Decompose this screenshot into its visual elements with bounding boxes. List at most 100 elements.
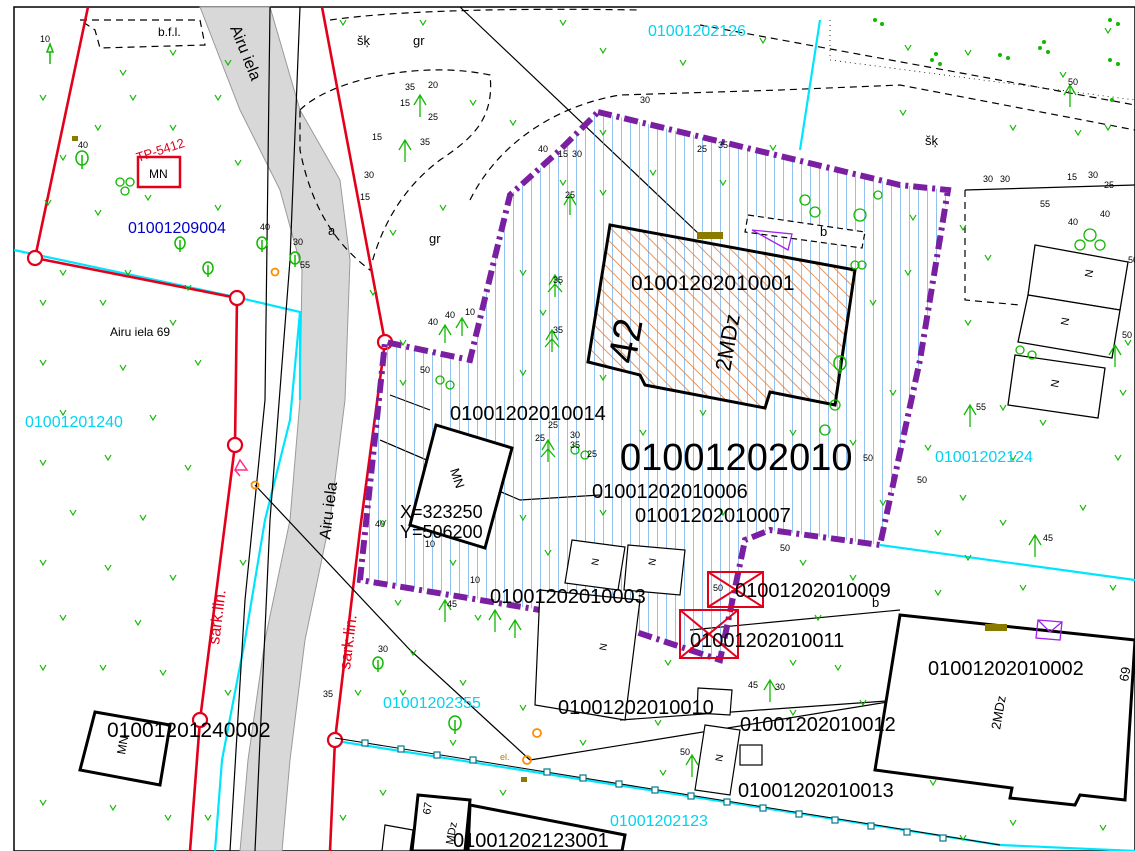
elev-25-f: 25 [587,449,597,459]
label-sk-2: šķ [925,133,939,148]
street-label-mid: Airu iela [317,481,341,541]
elev-35-e: 35 [553,325,563,335]
elev-10-c: 10 [425,539,435,549]
tree-symbols [45,41,847,734]
building-240002[interactable] [78,710,172,787]
parcel-240-label: 01001201240 [25,414,123,431]
tp-5412-box[interactable] [136,155,182,189]
elev-50-h: 50 [680,747,690,757]
elev-35-c: 35 [718,140,728,150]
demolish-markers [679,571,764,659]
right-houses [1007,244,1129,419]
elev-35-b: 35 [420,137,430,147]
elev-35-d: 35 [553,275,563,285]
small-n-3: N [598,642,610,651]
elev-50-c: 50 [780,543,790,553]
fence-line [334,737,1001,846]
label-gr-2: gr [429,231,441,246]
elev-15-e: 15 [1067,172,1077,182]
elev-40-g: 40 [1100,209,1110,219]
building-240002-use: MN [114,735,131,756]
cyan-parcel-lines [13,19,1135,851]
label-b-mid: b [872,595,879,610]
elev-30-j: 30 [378,644,388,654]
elev-30-h: 30 [1088,170,1098,180]
elev-5: 50 [1128,255,1135,265]
house-n-1: N [1083,269,1096,279]
elev-25-e: 25 [535,433,545,443]
conifer-symbols [398,83,1122,777]
building-0002[interactable] [873,613,1135,807]
building-0010-label: 01001202010010 [558,697,714,719]
pink-marker [233,458,249,477]
shrub-circles [115,177,1106,460]
elev-25-a: 25 [428,112,438,122]
house-n-2: N [1059,317,1072,327]
elev-35-g: 35 [323,689,333,699]
building-0001-entrance [751,229,793,251]
elev-30-f: 30 [983,174,993,184]
vegetation-contours [78,8,1135,306]
electric-nodes [250,267,542,765]
small-marker [72,136,78,141]
elev-30-i: 30 [775,682,785,692]
elev-10-d: 10 [470,575,480,585]
elev-50-d: 50 [863,453,873,463]
elev-40-c: 40 [538,144,548,154]
parcel-main-label: 01001202010 [620,437,852,479]
building-0001-number: 42 [601,315,652,366]
elev-40-f: 40 [375,519,385,529]
building-small-bl [381,824,414,851]
elev-50-g: 50 [1068,77,1078,87]
elev-40-h: 40 [1068,217,1078,227]
elev-30-c: 30 [640,95,650,105]
building-0012-label: 01001202010012 [740,714,896,736]
building-0003-label: 01001202010003 [490,586,646,608]
elev-25-b: 25 [565,190,575,200]
building-0014[interactable] [408,423,514,550]
elev-55-b: 55 [976,402,986,412]
label-sk-1: šķ [357,33,371,48]
elev-15-d: 15 [558,149,568,159]
building-0007-label: 01001202010007 [635,505,791,527]
parcel-126-label: 01001202126 [648,23,746,40]
elev-10-b: 10 [465,307,475,317]
shrub-dots [873,18,1120,102]
house-n-3: N [1049,379,1062,389]
label-a: a [328,223,336,238]
elev-40-b: 40 [260,222,270,232]
elev-45-a: 45 [447,599,457,609]
elev-30-g: 30 [1000,174,1010,184]
building-0002-number: 69 [1116,666,1133,683]
elev-45-c: 45 [748,680,758,690]
building-123001[interactable] [410,793,627,851]
elev-50-a: 50 [420,365,430,375]
label-el: el. [500,752,510,762]
sark-lin-left: sark.lin. [206,589,230,646]
elev-55-c: 55 [1040,199,1050,209]
elev-35-f: 35 [570,440,580,450]
elev-45-b: 45 [1043,533,1053,543]
elev-50-e: 50 [917,475,927,485]
elev-10-a: 10 [40,34,50,44]
coord-y: Y=506200 [400,522,483,542]
small-n-4: N [714,753,726,762]
tp-use-label: MN [149,167,168,181]
parcel-355-label: 01001202355 [383,695,481,712]
small-buildings [534,214,866,796]
building-0002-label: 01001202010002 [928,658,1084,680]
parcel-9004-label: 01001209004 [128,220,226,237]
building-0002-entrance [1035,619,1063,641]
elev-40-e: 40 [428,317,438,327]
elev-15-a: 15 [400,98,410,108]
red-lines [33,6,387,851]
building-0013-label: 01001202010013 [738,780,894,802]
building-0001[interactable] [586,223,857,410]
elev-50-b: 50 [713,583,723,593]
building-0014-label: 01001202010014 [450,403,606,425]
parcel-main-boundary[interactable] [356,108,952,664]
elev-25-d: 25 [548,420,558,430]
elev-15-b: 15 [372,132,382,142]
elev-55-a: 55 [300,260,310,270]
